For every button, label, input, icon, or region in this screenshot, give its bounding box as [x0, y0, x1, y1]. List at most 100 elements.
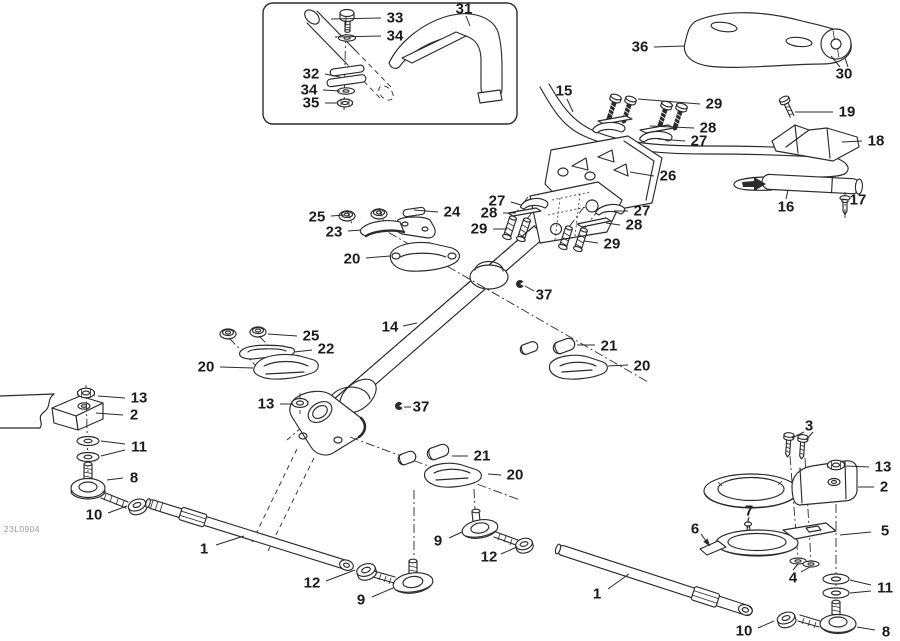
callout-leader: [510, 201, 522, 206]
callout-leader: [97, 395, 126, 399]
grip-direction-arrow: [742, 177, 766, 191]
washer-11: [822, 587, 850, 599]
callout-leader: [500, 546, 518, 555]
callout-leader: [219, 366, 254, 369]
part-number-11: 11: [131, 439, 147, 456]
callout-leader: [856, 626, 876, 631]
leader-arrowhead: [703, 538, 711, 547]
part-number-27: 27: [489, 193, 506, 210]
callout-leader: [347, 229, 362, 232]
screw-29: [672, 102, 688, 131]
clamp-hardware-under: [501, 196, 626, 253]
part-number-15: 15: [556, 83, 573, 100]
upper-arm-axis: [338, 206, 649, 383]
part-number-20: 20: [507, 467, 524, 484]
callout-leader: [566, 98, 574, 113]
callout-leader: [95, 412, 124, 416]
spacer-21: [552, 337, 576, 355]
ball-joint-9-center: [356, 558, 434, 594]
screw-29: [606, 93, 622, 122]
part-number-28: 28: [481, 205, 498, 222]
cap-37-upper: [516, 280, 526, 288]
pivot-plate: [289, 390, 366, 456]
nut-25: [338, 210, 356, 222]
part-number-31: 31: [456, 1, 473, 18]
ball-joint-8: [70, 461, 129, 509]
callout-leader: [792, 563, 799, 571]
part-number-2: 2: [880, 479, 888, 496]
callout-leader: [839, 531, 872, 536]
bar-end-cap-30: [820, 28, 852, 60]
shaft-collar: [469, 260, 509, 290]
part-number-5: 5: [881, 523, 889, 540]
clamp-half-27: [595, 203, 626, 216]
part-number-19: 19: [839, 104, 856, 121]
bracket-2: [51, 395, 104, 431]
callout-leader: [448, 531, 463, 539]
callout-leader: [334, 35, 382, 38]
part-number-26: 26: [660, 168, 677, 185]
callout-leader: [293, 349, 313, 353]
callout-leader: [402, 322, 418, 327]
screw-19: [778, 95, 795, 118]
bushing-20: [423, 462, 482, 488]
stud-29: [572, 227, 588, 253]
part-number-20: 20: [198, 359, 215, 376]
part-number-21: 21: [601, 338, 618, 355]
nut-10: [127, 498, 148, 516]
doc-code: 23L0904: [4, 524, 40, 534]
callout-leader: [325, 569, 356, 582]
inset-detail-box: [262, 2, 518, 125]
clamp-half-27: [592, 121, 626, 134]
callout-leader: [805, 431, 814, 441]
callout-leader: [849, 579, 872, 586]
part-number-13: 13: [258, 396, 275, 413]
callout-leader: [653, 45, 685, 48]
clamp-tab-6: [699, 540, 727, 556]
pin-24: [402, 206, 426, 218]
bushing-20: [389, 241, 461, 272]
callout-leader: [605, 222, 621, 226]
part-number-28: 28: [700, 120, 717, 137]
callout-leader: [324, 73, 341, 78]
clamp-half-27: [520, 197, 549, 210]
part-number-9: 9: [357, 592, 365, 609]
part-number-1: 1: [200, 541, 208, 558]
part-number-22: 22: [318, 341, 335, 358]
clamp-32: [326, 64, 367, 88]
nut-13: [76, 387, 96, 399]
part-number-8: 8: [882, 624, 890, 641]
part-number-35: 35: [303, 95, 320, 112]
part-number-27: 27: [691, 133, 708, 150]
callout-leader: [322, 89, 341, 92]
part-number-17: 17: [850, 192, 867, 209]
callout-leader: [607, 364, 629, 367]
part-number-29: 29: [706, 96, 723, 113]
part-number-12: 12: [304, 575, 321, 592]
part-number-8: 8: [130, 470, 138, 487]
part-number-34: 34: [387, 28, 404, 45]
steering-support-26: [529, 135, 663, 244]
callout-leader: [583, 240, 599, 244]
washer-11: [76, 451, 100, 463]
nut-13: [826, 459, 846, 471]
part-number-34: 34: [301, 82, 318, 99]
part-number-30: 30: [836, 66, 853, 83]
part-number-29: 29: [471, 221, 488, 238]
callout-leader: [757, 620, 775, 629]
part-number-36: 36: [632, 39, 649, 56]
callout-leader: [465, 15, 471, 27]
callout-leader: [637, 98, 701, 105]
callout-leader: [267, 333, 298, 337]
nut-25: [219, 328, 237, 340]
callout-leader: [107, 505, 128, 514]
callout-leader: [800, 566, 811, 573]
callout-leader: [487, 473, 502, 476]
ball-joint-8: [797, 599, 857, 635]
part-number-25: 25: [309, 209, 326, 226]
nut-12: [515, 537, 534, 554]
spacer-21: [519, 341, 539, 355]
part-number-11: 11: [877, 580, 893, 597]
bushing-20: [548, 354, 608, 380]
